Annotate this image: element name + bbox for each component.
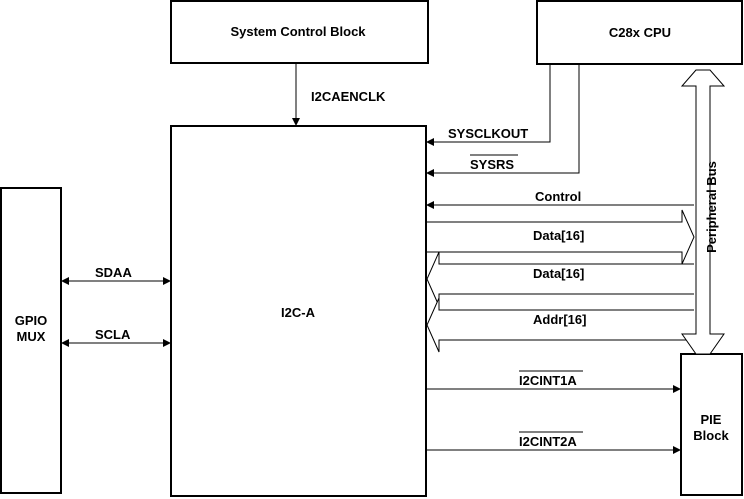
data-in-bus: Data[16]	[426, 251, 694, 307]
sdaa-label: SDAA	[95, 265, 132, 280]
data-in-label: Data[16]	[533, 266, 584, 281]
system-control-label: System Control Block	[230, 24, 366, 39]
scla-label: SCLA	[95, 327, 131, 342]
i2caenclk-signal: I2CAENCLK	[292, 64, 386, 126]
i2cint2a-label: I2CINT2A	[519, 434, 577, 449]
block-label: Block	[693, 428, 729, 443]
scla-signal: SCLA	[61, 327, 171, 347]
sysrs-signal: SYSRS	[426, 64, 580, 177]
i2cint1a-label: I2CINT1A	[519, 373, 577, 388]
gpio-mux-block: GPIO MUX	[0, 187, 62, 494]
i2cint1a-signal: I2CINT1A	[427, 370, 681, 393]
data-out-bus: Data[16]	[427, 209, 695, 265]
pie-label: PIE	[701, 412, 722, 427]
gpio-label: GPIO	[15, 313, 48, 328]
cpu-label: C28x CPU	[609, 25, 671, 40]
mux-label: MUX	[17, 329, 46, 344]
i2cint2a-signal: I2CINT2A	[427, 431, 681, 454]
i2c-a-block: I2C-A	[170, 125, 427, 497]
pie-block: PIE Block	[680, 353, 743, 496]
peripheral-bus: Peripheral Bus	[680, 69, 726, 355]
control-label: Control	[535, 189, 581, 204]
control-signal: Control	[426, 189, 694, 209]
data-out-label: Data[16]	[533, 228, 584, 243]
i2caenclk-label: I2CAENCLK	[311, 89, 386, 104]
sysrs-label: SYSRS	[470, 157, 514, 172]
addr-label: Addr[16]	[533, 312, 586, 327]
addr-bus: Addr[16]	[426, 297, 694, 353]
system-control-block: System Control Block	[170, 0, 429, 64]
sdaa-signal: SDAA	[61, 265, 171, 285]
peripheral-bus-label: Peripheral Bus	[704, 161, 719, 253]
cpu-block: C28x CPU	[536, 0, 743, 65]
i2c-a-label: I2C-A	[281, 305, 316, 320]
sysclkout-signal: SYSCLKOUT	[426, 64, 551, 146]
sysclkout-label: SYSCLKOUT	[448, 126, 528, 141]
